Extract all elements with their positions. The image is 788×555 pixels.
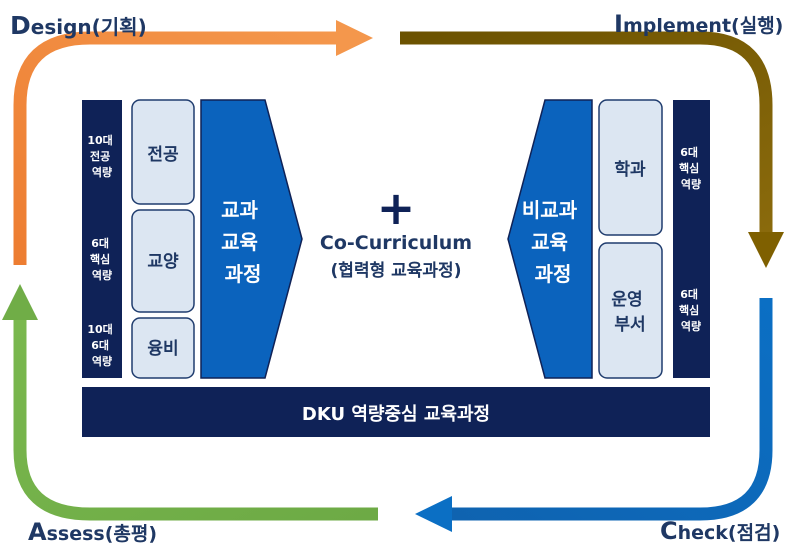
left-sidebar-label-1-line-3: 역량 (92, 165, 112, 179)
left-sidebar-label-1-line-2: 전공 (90, 149, 110, 163)
left-chevron-label: 교과 교육 과정 (221, 198, 265, 286)
bottom-bar-text: DKU 역량중심 교육과정 (302, 404, 490, 425)
left-chevron-line-3: 과정 (225, 262, 262, 286)
left-box-convergence-label: 융비 (147, 339, 178, 359)
right-box-operating-dept-label: 운영 부서 (611, 290, 648, 335)
left-box-major-label: 전공 (147, 145, 179, 165)
right-sidebar-label-1-line-3: 역량 (681, 177, 701, 191)
left-sidebar-label-2-line-2: 핵심 (90, 252, 110, 266)
assess-initial: A (28, 518, 47, 546)
center-title: Co-Curriculum (320, 232, 472, 254)
assess-rest: ssess(총평) (47, 523, 157, 545)
check-arrow-shaft (448, 298, 773, 521)
check-rest: heck(점검) (678, 522, 781, 544)
left-sidebar-label-3-line-2: 6대 (91, 338, 109, 352)
plus-icon: + (377, 181, 416, 235)
right-sidebar-label-1-line-2: 핵심 (679, 161, 699, 175)
left-sidebar-label-3-line-1: 10대 (87, 322, 112, 336)
left-box-liberal-label: 교양 (147, 252, 179, 272)
right-sidebar-label-2-line-1: 6대 (680, 287, 698, 301)
left-sidebar-label-1: 10대 전공 역량 (87, 133, 116, 179)
right-chevron (507, 99, 593, 379)
right-chevron-label: 비교과 교육 과정 (522, 198, 584, 286)
bottom-bar (82, 387, 710, 437)
right-sidebar-label-2: 6대 핵심 역량 (679, 287, 703, 333)
center-subtitle: (협력형 교육과정) (331, 260, 462, 281)
assess-arrow-shaft (13, 318, 378, 521)
design-label: Design(기획) (10, 11, 147, 40)
implement-arrow-shaft (400, 31, 773, 235)
check-initial: C (660, 517, 678, 545)
left-chevron-line-1: 교과 (221, 198, 258, 222)
implement-initial: I (614, 10, 623, 38)
left-sidebar-label-2-line-1: 6대 (91, 236, 109, 250)
check-arrow-head (415, 496, 452, 532)
design-initial: D (10, 11, 31, 40)
right-sidebar-label-1-line-1: 6대 (680, 145, 698, 159)
right-chevron-line-3: 과정 (535, 262, 572, 286)
implement-label: Implement(실행) (614, 10, 783, 38)
left-chevron (200, 99, 303, 379)
right-chevron-line-2: 교육 (531, 230, 568, 254)
right-sidebar-label-2-line-2: 핵심 (679, 303, 699, 317)
left-sidebar (82, 100, 122, 378)
assess-label: Assess(총평) (28, 518, 157, 546)
left-sidebar-label-2-line-3: 역량 (92, 268, 112, 282)
implement-rest: mplement(실행) (623, 15, 783, 37)
left-box-convergence (131, 317, 195, 379)
right-box-department-label: 학과 (614, 160, 646, 180)
design-arrow-shaft (13, 31, 340, 265)
left-sidebar-label-3-line-3: 역량 (92, 354, 112, 368)
implement-arrow-head (748, 232, 784, 268)
right-sidebar-label-2-line-3: 역량 (681, 319, 701, 333)
left-sidebar-label-3: 10대 6대 역량 (87, 322, 116, 368)
right-box-operating-dept-line-1: 운영 (611, 290, 642, 310)
assess-arrow-head (2, 284, 38, 320)
left-chevron-line-2: 교육 (221, 230, 258, 254)
right-box-operating-dept-line-2: 부서 (614, 315, 645, 335)
right-box-department (598, 99, 663, 236)
right-sidebar (673, 100, 710, 378)
left-sidebar-label-2: 6대 핵심 역량 (90, 236, 114, 282)
left-sidebar-label-1-line-1: 10대 (87, 133, 112, 147)
design-rest: esign(기획) (31, 15, 147, 39)
right-sidebar-label-1: 6대 핵심 역량 (679, 145, 703, 191)
left-box-liberal (131, 209, 195, 313)
design-arrow-head (336, 20, 373, 56)
right-chevron-line-1: 비교과 (522, 198, 578, 222)
check-label: Check(점검) (660, 517, 780, 545)
right-box-operating-dept (598, 242, 663, 379)
left-box-major (131, 99, 195, 205)
